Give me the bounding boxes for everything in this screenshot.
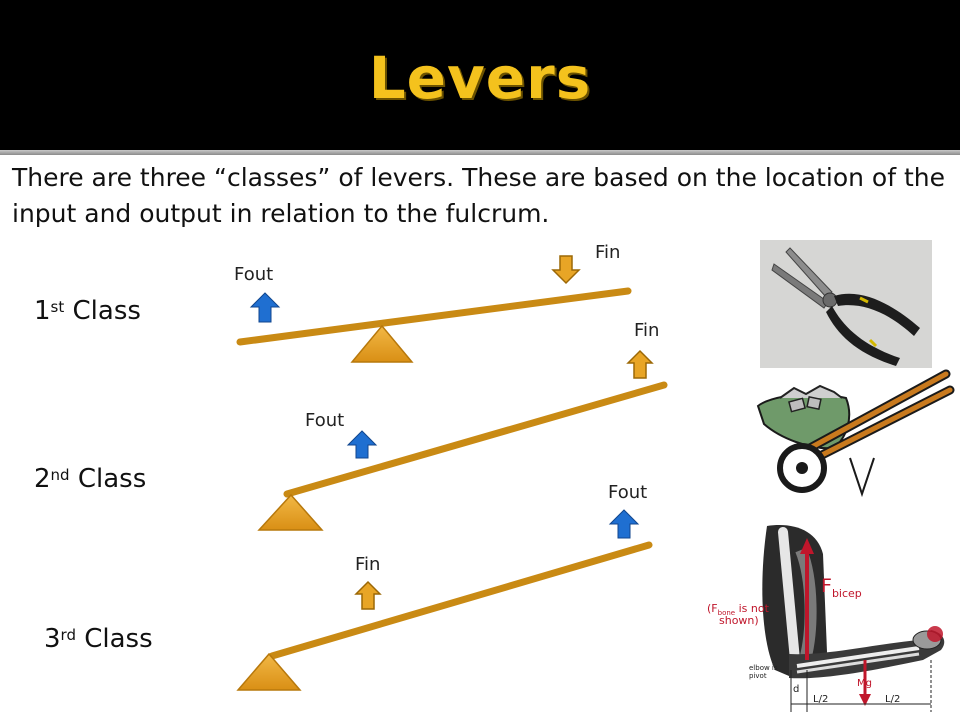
moment-arm-d-label: d	[793, 684, 799, 695]
lever-class-2	[257, 349, 668, 531]
bone-force-note-close: shown)	[719, 614, 759, 627]
intro-text: There are three “classes” of levers. The…	[12, 163, 945, 228]
fout-label-1: Fout	[234, 264, 274, 285]
bicep-force-label: F	[821, 575, 832, 597]
fulcrum-triangle	[350, 324, 414, 363]
class-label-3: 3rd Class	[44, 624, 153, 654]
fout-arrow-up	[249, 292, 281, 323]
svg-text:(Fbone is not: (Fbone is not	[707, 602, 770, 617]
elbow-pivot-note-2: pivot	[749, 672, 767, 680]
lever-beam	[283, 381, 668, 498]
slide-title: Levers	[368, 44, 592, 112]
weight-label: Mg	[857, 678, 872, 689]
fulcrum-triangle	[257, 493, 324, 531]
lever-beam	[236, 287, 632, 346]
fout-arrow-up	[346, 430, 378, 459]
half-length-left-label: L/2	[813, 694, 828, 705]
fulcrum-triangle	[236, 652, 302, 691]
class-number: 2	[34, 464, 51, 494]
svg-text:Fbicep: Fbicep	[821, 575, 862, 600]
class-number: 1	[34, 296, 51, 326]
half-length-right-label: L/2	[885, 694, 900, 705]
fin-arrow-up	[354, 580, 382, 610]
fout-arrow-up	[608, 509, 640, 539]
bicep-force-subscript: bicep	[832, 587, 862, 600]
fin-arrow-up	[626, 349, 654, 379]
bone-force-note-open: (F	[707, 602, 718, 615]
bone-force-note-rest: is not	[735, 602, 769, 615]
class-ordinal: nd	[50, 466, 70, 484]
class-word: Class	[84, 624, 153, 654]
class-label-2: 2nd Class	[34, 464, 146, 494]
pliers-photo	[760, 240, 932, 368]
class-number: 3	[44, 624, 61, 654]
arm-lever-diagram: Fbicep (Fbone is not shown) elbow is piv…	[705, 520, 955, 716]
wheelbarrow-drawing	[750, 368, 960, 498]
fout-label-2: Fout	[305, 410, 345, 431]
class-word: Class	[77, 464, 147, 494]
title-divider	[0, 150, 960, 155]
title-bar	[0, 0, 960, 150]
class-ordinal: rd	[60, 626, 76, 644]
fout-label-3: Fout	[608, 482, 648, 503]
class-word: Class	[72, 296, 141, 326]
elbow-pivot-note-1: elbow is	[749, 664, 778, 672]
lever-class-1	[236, 255, 632, 363]
fin-label-3: Fin	[355, 554, 381, 575]
fin-arrow-down	[551, 255, 581, 285]
lever-class-3	[236, 509, 653, 691]
fin-label-2: Fin	[634, 320, 660, 341]
bone-force-note-subscript: bone	[718, 609, 735, 617]
lever-beam	[268, 541, 653, 660]
fin-label-1: Fin	[595, 242, 621, 263]
class-ordinal: st	[50, 298, 65, 316]
class-label-1: 1st Class	[34, 296, 141, 326]
